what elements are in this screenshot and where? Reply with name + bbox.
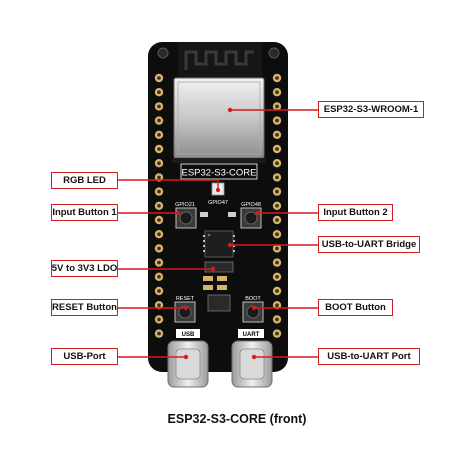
usb-c-uart-port (231, 340, 273, 388)
header-pad-hole (275, 289, 279, 293)
header-pad-hole (275, 76, 279, 80)
label-uart-bridge: USB-to-UART Bridge (318, 236, 420, 253)
reset-button (174, 301, 196, 323)
right-header-pads (272, 73, 282, 338)
boot-silkscreen: BOOT (245, 296, 261, 302)
input-button-1 (175, 207, 197, 229)
label-input-button-1: Input Button 1 (51, 204, 118, 221)
header-pad-hole (157, 303, 161, 308)
header-pad-hole (275, 104, 279, 109)
header-pad-hole (157, 175, 161, 180)
left-header-pads (154, 73, 164, 338)
header-pad-hole (275, 218, 279, 222)
label-ldo: 5V to 3V3 LDO (51, 260, 118, 277)
label-input-button-2: Input Button 2 (318, 204, 393, 221)
header-pad-hole (157, 317, 161, 322)
header-pad-hole (157, 260, 161, 265)
header-pad-hole (157, 76, 161, 80)
header-pad-hole (275, 161, 279, 165)
boot-button (242, 301, 264, 323)
figure-caption: ESP32-S3-CORE (front) (167, 412, 307, 426)
header-pad-hole (275, 118, 279, 123)
header-pad-hole (157, 246, 161, 251)
header-pad-hole (157, 133, 161, 137)
header-pad-hole (157, 275, 161, 279)
passive-components (203, 276, 227, 290)
callout-lines (118, 109, 318, 358)
header-pad-hole (275, 260, 279, 265)
label-wroom: ESP32-S3-WROOM-1 (318, 101, 424, 118)
label-reset-button: RESET Button (51, 299, 118, 316)
header-pad-hole (275, 232, 279, 236)
header-pad-hole (157, 204, 161, 208)
callout-dots (175, 107, 261, 360)
header-pad-hole (275, 133, 279, 137)
usb-c-port (167, 340, 209, 388)
reset-silkscreen: RESET (176, 296, 195, 302)
gpio21-label: GPIO21 (175, 202, 195, 208)
header-pad-hole (157, 90, 161, 94)
antenna-area (178, 42, 262, 78)
small-part (200, 212, 208, 217)
label-uart-port: USB-to-UART Port (318, 348, 420, 365)
wroom-pad-strip (172, 158, 266, 163)
header-pad-hole (275, 275, 279, 279)
header-pad-hole (275, 175, 279, 180)
header-pad-hole (157, 331, 161, 336)
label-usb-port: USB-Port (51, 348, 118, 365)
label-boot-button: BOOT Button (318, 299, 393, 316)
header-pad-hole (157, 232, 161, 236)
header-pad-hole (275, 331, 279, 336)
header-pad-hole (157, 218, 161, 222)
gpio47-label: GPIO47 (208, 200, 228, 206)
ldo-regulator (204, 261, 234, 273)
callout-line-rgb (118, 179, 219, 190)
board-name-silkscreen: ESP32-S3-CORE (182, 168, 257, 179)
small-part (228, 212, 236, 217)
label-rgb-led: RGB LED (51, 172, 118, 189)
header-pad-hole (275, 189, 279, 194)
usb-silkscreen: USB (182, 332, 195, 338)
header-pad-hole (157, 189, 161, 194)
mount-hole (268, 47, 280, 59)
header-pad-hole (275, 303, 279, 308)
header-pad-hole (157, 104, 161, 109)
header-pad-hole (275, 246, 279, 251)
header-pad-hole (157, 161, 161, 165)
header-pad-hole (275, 317, 279, 322)
header-pad-hole (275, 204, 279, 208)
gpio48-label: GPIO48 (241, 202, 261, 208)
header-pad-hole (275, 90, 279, 94)
header-pad-hole (275, 147, 279, 151)
header-pad-hole (157, 118, 161, 123)
uart-silkscreen: UART (243, 332, 260, 338)
header-pad-hole (157, 289, 161, 293)
wroom-shield (173, 77, 265, 159)
mount-hole (157, 47, 169, 59)
header-pad-hole (157, 147, 161, 151)
antenna-trace (184, 50, 254, 70)
